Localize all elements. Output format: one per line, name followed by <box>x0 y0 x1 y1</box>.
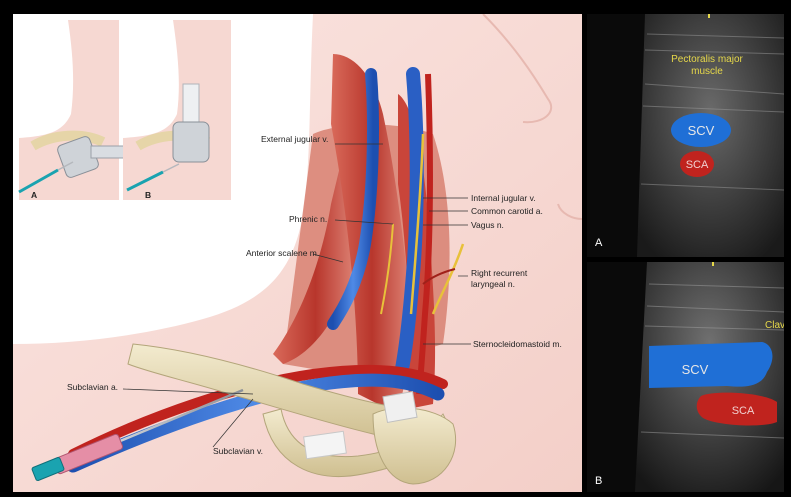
us-b-sca-label: SCA <box>732 405 755 417</box>
us-a-muscle-line1: Pectoralis major <box>671 54 743 65</box>
inset-probe-b: B <box>123 20 231 200</box>
label-phrenic: Phrenic n. <box>289 214 327 224</box>
us-b-corner-label: B <box>595 475 602 487</box>
label-subclavian-a: Subclavian a. <box>67 382 118 392</box>
label-recurrent-1: Right recurrent <box>471 268 528 278</box>
label-sternocleidomastoid: Sternocleidomastoid m. <box>473 339 562 349</box>
ultrasound-panel-a: Pectoralis major muscle SCV SCA A <box>587 14 784 257</box>
label-recurrent-2: laryngeal n. <box>471 279 515 289</box>
inset-b-label: B <box>145 190 151 200</box>
us-a-corner-label: A <box>595 237 603 249</box>
anatomy-illustration: A B <box>13 14 582 492</box>
us-a-scv-label: SCV <box>688 123 715 138</box>
label-vagus: Vagus n. <box>471 220 504 230</box>
label-subclavian-v: Subclavian v. <box>213 446 263 456</box>
label-anterior-scalene: Anterior scalene m. <box>246 248 319 258</box>
ultrasound-panel-b: Clavic SCV SCA B <box>587 262 784 492</box>
us-b-scv-vessel <box>649 342 772 388</box>
us-a-muscle-line2: muscle <box>691 66 723 77</box>
us-b-scv-label: SCV <box>682 362 709 377</box>
label-common-carotid: Common carotid a. <box>471 206 543 216</box>
sc-joint-cartilage <box>383 392 417 423</box>
us-b-clavicle-label: Clavic <box>765 320 784 331</box>
label-internal-jugular: Internal jugular v. <box>471 193 536 203</box>
label-external-jugular: External jugular v. <box>261 134 328 144</box>
inset-probe-a: A <box>19 20 131 200</box>
us-a-sca-label: SCA <box>686 159 709 171</box>
inset-a-label: A <box>31 190 37 200</box>
